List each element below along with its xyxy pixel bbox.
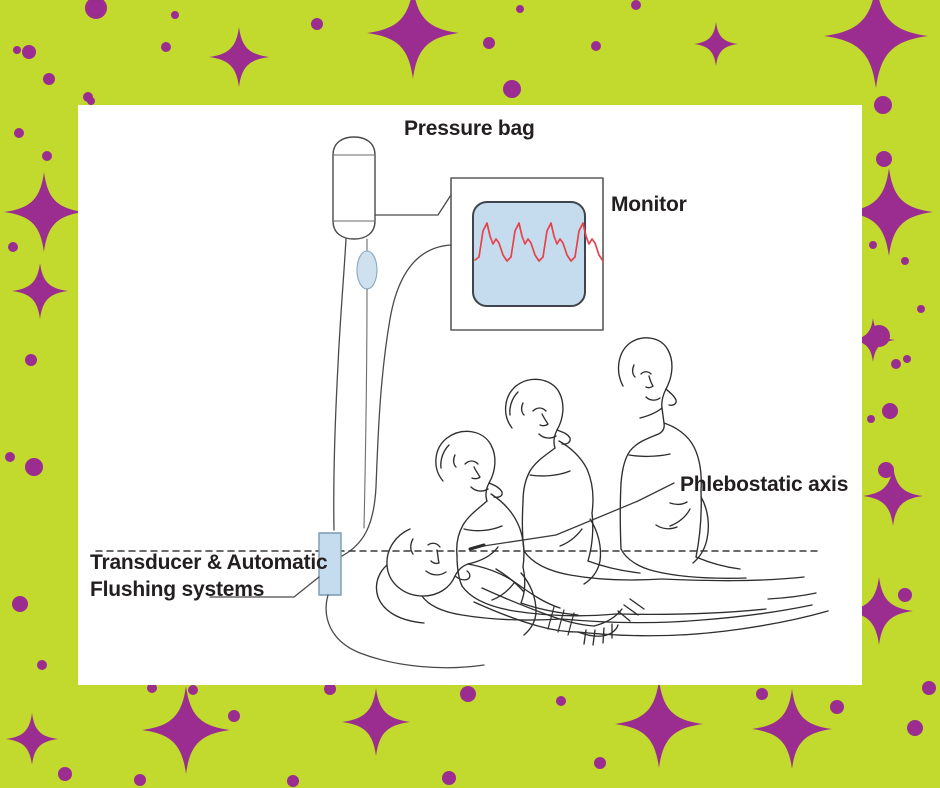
dot-decor — [324, 683, 336, 695]
transducer-leader-line — [209, 576, 320, 598]
dot-decor — [25, 458, 43, 476]
label-monitor: Monitor — [611, 193, 687, 216]
monitor-screen — [472, 201, 586, 307]
label-transducer-flushing-systems: Transducer & Automatic Flushing systems — [90, 551, 328, 601]
dot-decor — [22, 45, 36, 59]
arterial-catheter-tubing — [325, 594, 485, 669]
bedside-monitor — [450, 177, 604, 331]
arterial-line-diagram — [95, 136, 829, 669]
dot-decor — [5, 452, 15, 462]
dot-decor — [37, 660, 47, 670]
dot-decor — [87, 97, 95, 105]
dot-decor — [869, 241, 877, 249]
dot-decor — [891, 359, 901, 369]
patient-figures — [375, 337, 829, 646]
illustration-panel: Pressure bag Monitor Phlebostatic axis T… — [78, 105, 862, 685]
dot-decor — [591, 41, 601, 51]
dot-decor — [43, 73, 55, 85]
dot-decor-group — [5, 0, 936, 787]
dot-decor — [171, 11, 179, 19]
dot-decor — [483, 37, 495, 49]
phlebostatic-axis-marker — [468, 543, 486, 551]
pressure-tubing — [363, 288, 368, 529]
patient-semifowler-30 — [435, 430, 767, 636]
transducer-flush-system — [318, 532, 342, 596]
label-pressure-bag: Pressure bag — [404, 117, 535, 140]
dot-decor — [228, 710, 240, 722]
dot-decor — [8, 242, 18, 252]
dot-decor — [756, 688, 768, 700]
dot-decor — [14, 128, 24, 138]
dot-decor — [874, 96, 892, 114]
monitor-cable — [339, 244, 452, 558]
dot-decor — [594, 757, 606, 769]
phlebostatic-axis-leader-line — [476, 482, 675, 548]
dot-decor — [161, 42, 171, 52]
dot-decor — [922, 681, 936, 695]
dot-decor — [631, 0, 641, 10]
dot-decor — [58, 767, 72, 781]
dot-decor — [147, 683, 157, 693]
dot-decor — [85, 0, 107, 19]
dot-decor — [188, 685, 198, 695]
dot-decor — [460, 686, 476, 702]
dot-decor — [898, 588, 912, 602]
arterial-pressure-waveform — [474, 222, 604, 262]
dot-decor — [876, 151, 892, 167]
drip-chamber — [356, 250, 378, 290]
dot-decor — [830, 700, 844, 714]
dot-decor — [882, 403, 898, 419]
dot-decor — [503, 80, 521, 98]
dot-decor — [13, 46, 21, 54]
dot-decor — [917, 305, 925, 313]
dot-decor — [516, 5, 524, 13]
patient-upright-90 — [617, 337, 747, 579]
pressure-bag-leader-line — [374, 180, 461, 216]
dot-decor — [134, 774, 146, 786]
dot-decor — [907, 720, 923, 736]
patient-supine-0 — [386, 528, 829, 646]
dot-decor — [287, 775, 299, 787]
dot-decor — [901, 257, 909, 265]
label-phlebostatic-axis: Phlebostatic axis — [680, 473, 849, 496]
patient-fowler-45 — [505, 378, 805, 585]
dot-decor — [311, 18, 323, 30]
dot-decor — [12, 596, 28, 612]
dot-decor — [903, 355, 911, 363]
dot-decor — [878, 462, 894, 478]
pressure-bag — [332, 136, 376, 240]
dot-decor — [556, 696, 566, 706]
dot-decor — [442, 771, 456, 785]
dot-decor — [42, 151, 52, 161]
dot-decor — [25, 354, 37, 366]
iv-pole-line — [333, 238, 347, 531]
dot-decor — [867, 415, 875, 423]
dot-decor — [868, 325, 890, 347]
